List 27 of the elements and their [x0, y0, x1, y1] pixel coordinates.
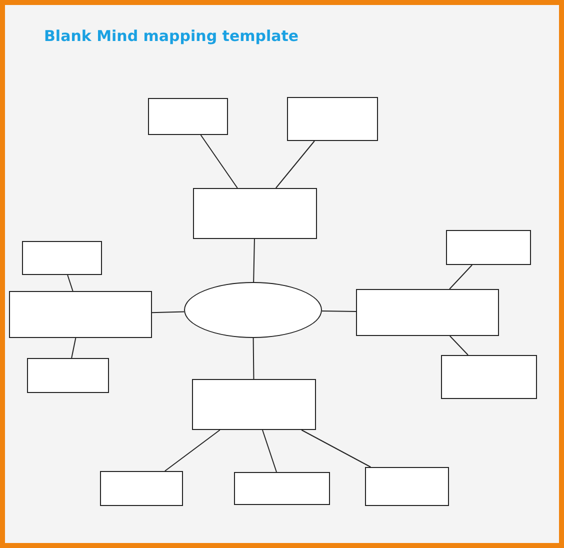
connector-line: [253, 238, 255, 282]
topic-box: [193, 188, 317, 239]
connector-line: [200, 134, 238, 188]
connector-line: [164, 430, 220, 472]
connector-line: [67, 274, 74, 292]
connector-line: [449, 336, 469, 356]
topic-box: [356, 289, 499, 336]
topic-box: [148, 98, 228, 135]
topic-box: [365, 467, 449, 506]
diagram-title: Blank Mind mapping template: [44, 27, 299, 45]
topic-box: [22, 241, 102, 275]
topic-box: [234, 472, 330, 505]
topic-box: [192, 379, 316, 430]
connector-line: [321, 310, 356, 312]
connector-line: [449, 264, 473, 290]
connector-line: [301, 430, 372, 468]
connector-line: [152, 311, 185, 314]
topic-box: [9, 291, 152, 338]
connector-line: [262, 430, 277, 472]
topic-box: [446, 230, 531, 265]
topic-box: [100, 471, 183, 506]
connector-line: [71, 338, 76, 358]
connector-line: [252, 338, 254, 380]
connector-line: [275, 140, 315, 188]
topic-box: [441, 355, 537, 399]
topic-box: [27, 358, 109, 393]
topic-box: [287, 97, 378, 141]
